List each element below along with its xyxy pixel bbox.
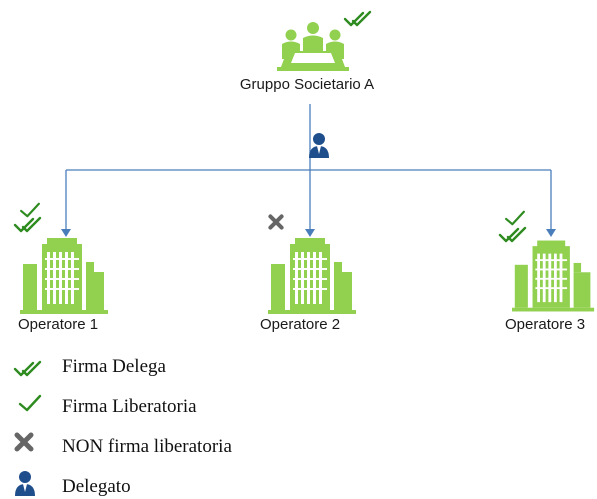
parent-label: Gruppo Societario A — [239, 76, 375, 93]
operator-label: Operatore 3 — [505, 316, 586, 333]
double-check-icon — [12, 360, 44, 378]
legend-label: Firma Liberatoria — [62, 396, 197, 417]
legend-label: Delegato — [62, 476, 131, 497]
office-building-icon — [20, 238, 110, 314]
legend-label: Firma Delega — [62, 356, 166, 377]
double-check-icon — [13, 216, 43, 234]
operator-label: Operatore 2 — [260, 316, 341, 333]
cross-icon — [268, 214, 284, 230]
office-building-icon — [268, 238, 358, 314]
legend-item: Delegato — [0, 464, 400, 498]
check-icon — [18, 394, 42, 412]
person-icon — [308, 132, 330, 158]
legend-item: NON firma liberatoria — [0, 426, 400, 460]
operator-label: Operatore 1 — [18, 316, 99, 333]
legend-item: Firma Delega — [0, 350, 400, 384]
legend-item: Firma Liberatoria — [0, 388, 400, 422]
person-icon — [14, 470, 36, 496]
legend: Firma Delega Firma Liberatoria NON firma… — [0, 350, 400, 499]
people-group-icon — [273, 18, 353, 74]
operator-node-1: Operatore 1 — [0, 198, 130, 338]
operator-node-2: Operatore 2 — [240, 198, 380, 338]
office-building-icon — [512, 238, 596, 314]
operator-node-3: Operatore 3 — [480, 198, 597, 338]
cross-icon — [14, 432, 34, 452]
double-check-icon — [343, 10, 373, 28]
parent-node: Gruppo Societario A — [200, 4, 420, 104]
check-icon — [504, 210, 526, 226]
legend-label: NON firma liberatoria — [62, 436, 232, 457]
